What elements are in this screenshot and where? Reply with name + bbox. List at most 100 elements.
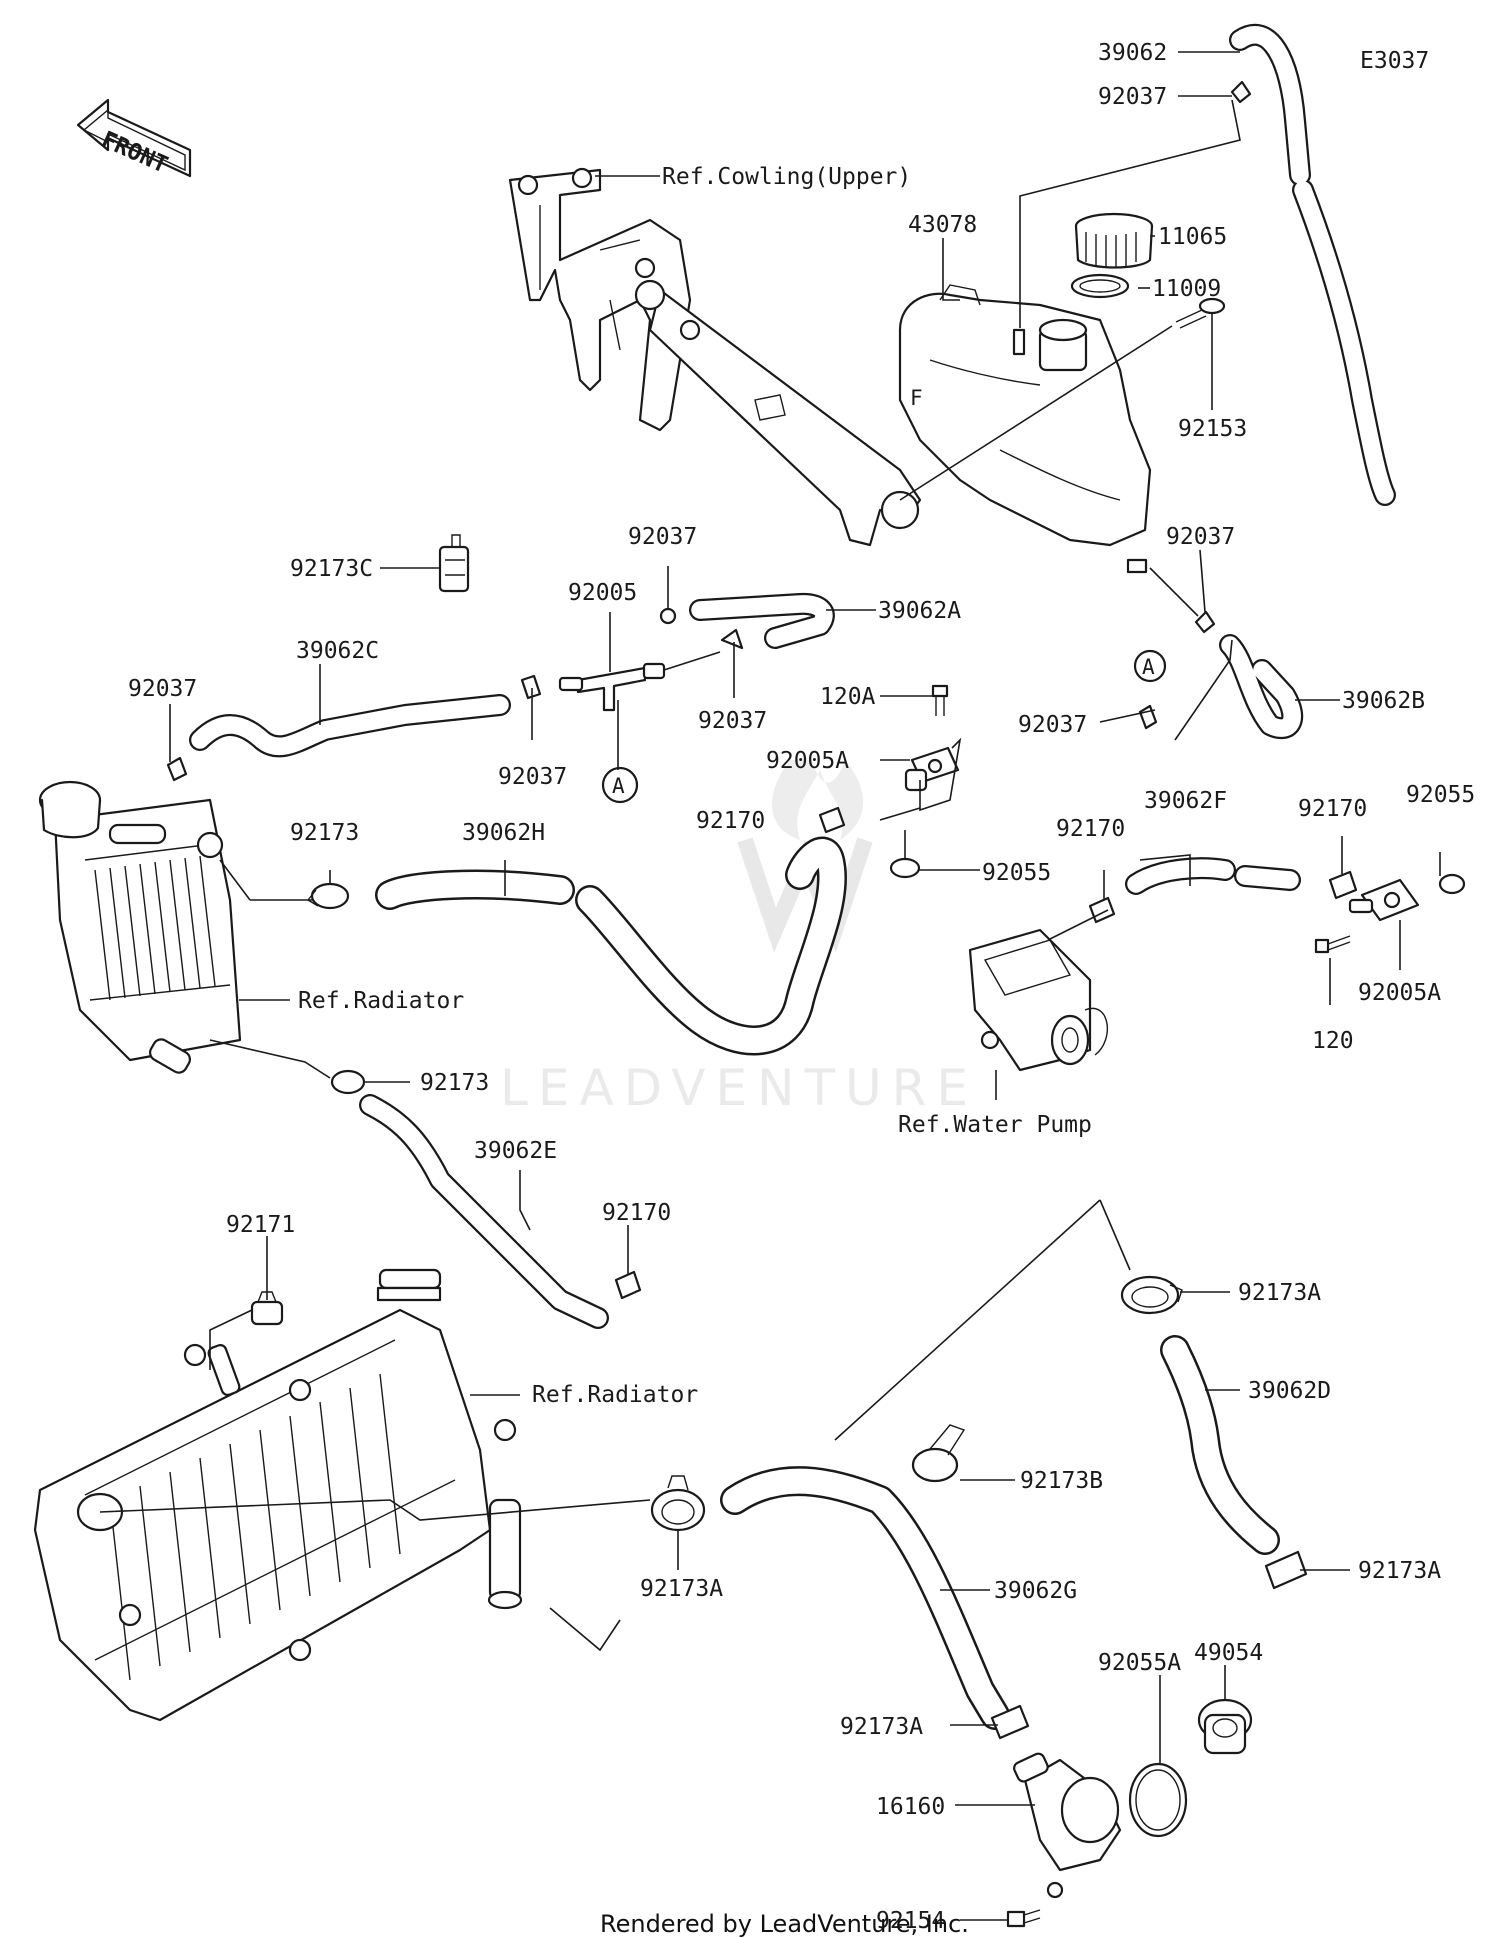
- label-49054: 49054: [1194, 1640, 1263, 1666]
- label-39062H: 39062H: [462, 820, 545, 846]
- label-92173C: 92173C: [290, 556, 373, 582]
- label-39062F: 39062F: [1144, 788, 1227, 814]
- footer-credit: Rendered by LeadVenture, Inc.: [600, 1910, 969, 1938]
- part-labels: 39062 92037 Ref.Cowling(Upper) 43078 110…: [128, 40, 1475, 1934]
- clamp-92170-b: [1088, 896, 1116, 924]
- label-ref-water-pump: Ref.Water Pump: [898, 1112, 1092, 1138]
- hose-39062G: [720, 1466, 1010, 1730]
- label-92055-mid: 92055: [982, 860, 1051, 886]
- clamp-92173A-bottom: [990, 1704, 1030, 1740]
- label-92154: 92154: [876, 1908, 945, 1934]
- clip-92037-c: [659, 607, 677, 625]
- clamp-92173-a: [306, 882, 350, 910]
- label-39062A: 39062A: [878, 598, 961, 624]
- clamp-92170-a: [818, 806, 846, 834]
- label-120A: 120A: [820, 684, 876, 710]
- radiator-large: [33, 1268, 523, 1722]
- cap-gasket: [1070, 273, 1130, 299]
- bolt-92153: [1175, 297, 1226, 329]
- clip-92037-d: [720, 628, 744, 650]
- label-92173A-bottom: 92173A: [840, 1714, 923, 1740]
- svg-text:A: A: [1142, 655, 1155, 679]
- cowling-bracket: [508, 167, 922, 547]
- label-92173A-right: 92173A: [1358, 1558, 1441, 1584]
- label-92005: 92005: [568, 580, 637, 606]
- clip-92037-g: [1138, 704, 1158, 730]
- label-92170-b: 92170: [1056, 816, 1125, 842]
- hose-39062C: [189, 694, 511, 758]
- label-92055A: 92055A: [1098, 1650, 1181, 1676]
- oring-92055A: [1128, 1762, 1188, 1838]
- label-39062D: 39062D: [1248, 1378, 1331, 1404]
- label-39062B: 39062B: [1342, 688, 1425, 714]
- thermostat: [1197, 1698, 1253, 1755]
- label-92037-d: 92037: [128, 676, 197, 702]
- label-92173A-left: 92173A: [640, 1576, 723, 1602]
- hose-39062E: [359, 1094, 609, 1329]
- clip-92037-e: [520, 674, 542, 700]
- label-92005A-right: 92005A: [1358, 980, 1441, 1006]
- bolt-120: [1314, 935, 1351, 954]
- clamp-92173B: [911, 1424, 966, 1483]
- oring-92055-mid: [889, 857, 921, 879]
- watermark-text: LEADVENTURE: [500, 1059, 978, 1117]
- label-92037-b: 92037: [1166, 524, 1235, 550]
- label-92037-f: 92037: [498, 764, 567, 790]
- label-ref-cowling: Ref.Cowling(Upper): [662, 164, 911, 190]
- label-39062: 39062: [1098, 40, 1167, 66]
- reservoir-cap: [1074, 212, 1154, 269]
- label-ref-radiator-1: Ref.Radiator: [298, 988, 464, 1014]
- clamp-92170-c: [1328, 870, 1358, 900]
- label-ref-radiator-2: Ref.Radiator: [532, 1382, 698, 1408]
- hose-39062B: [1219, 634, 1304, 740]
- fitting-92005A-right: [1348, 878, 1420, 922]
- label-92037-top: 92037: [1098, 84, 1167, 110]
- label-92171: 92171: [226, 1212, 295, 1238]
- hose-39062A: [689, 592, 835, 649]
- clip-92037-top: [1230, 80, 1252, 104]
- bolt-92154: [1006, 1909, 1041, 1928]
- clamp-92173C: [438, 534, 470, 593]
- label-43078: 43078: [908, 212, 977, 238]
- cap-gasket-inner: [1079, 279, 1121, 293]
- bolt-120A: [931, 684, 949, 716]
- label-11065: 11065: [1158, 224, 1227, 250]
- svg-text:A: A: [612, 774, 625, 798]
- label-92170-d: 92170: [602, 1200, 671, 1226]
- clip-92037-b: [1194, 610, 1216, 634]
- label-92037-c: 92037: [628, 524, 697, 550]
- hose-39062F: [1125, 857, 1301, 895]
- clamp-92171: [250, 1291, 284, 1326]
- radiator-small: [38, 780, 242, 1074]
- label-92037-g: 92037: [1018, 712, 1087, 738]
- label-92173: 92173: [290, 820, 359, 846]
- hose-39062D: [1160, 1335, 1280, 1555]
- label-92170-a: 92170: [696, 808, 765, 834]
- label-92005A-mid: 92005A: [766, 748, 849, 774]
- label-92153: 92153: [1178, 416, 1247, 442]
- label-39062G: 39062G: [994, 1578, 1077, 1604]
- t-joint-92005: [558, 662, 666, 712]
- reserve-tank: F: [898, 284, 1152, 547]
- label-39062E: 39062E: [474, 1138, 557, 1164]
- callout-a-lower: A: [601, 766, 639, 804]
- label-92173A-top: 92173A: [1238, 1280, 1321, 1306]
- overflow-hose-39062: [1229, 23, 1396, 506]
- clip-92037-f: [166, 756, 188, 782]
- thermostat-housing: [1013, 1752, 1122, 1899]
- diagram-code: E3037: [1360, 48, 1429, 74]
- label-92173-b: 92173: [420, 1070, 489, 1096]
- fitting-92005A-mid: [904, 746, 960, 792]
- leader-lines: [99, 51, 1441, 1921]
- tank-nipple: [1126, 558, 1148, 574]
- clamp-92173A-left: [650, 1475, 706, 1532]
- label-39062C: 39062C: [296, 638, 379, 664]
- label-92055-right: 92055: [1406, 782, 1475, 808]
- label-120: 120: [1312, 1028, 1354, 1054]
- clamp-92173-b: [330, 1069, 366, 1095]
- clamp-92173A-top: [1120, 1275, 1183, 1315]
- callout-a-upper: A: [1133, 649, 1167, 683]
- label-16160: 16160: [876, 1794, 945, 1820]
- oring-92055-right: [1438, 873, 1466, 895]
